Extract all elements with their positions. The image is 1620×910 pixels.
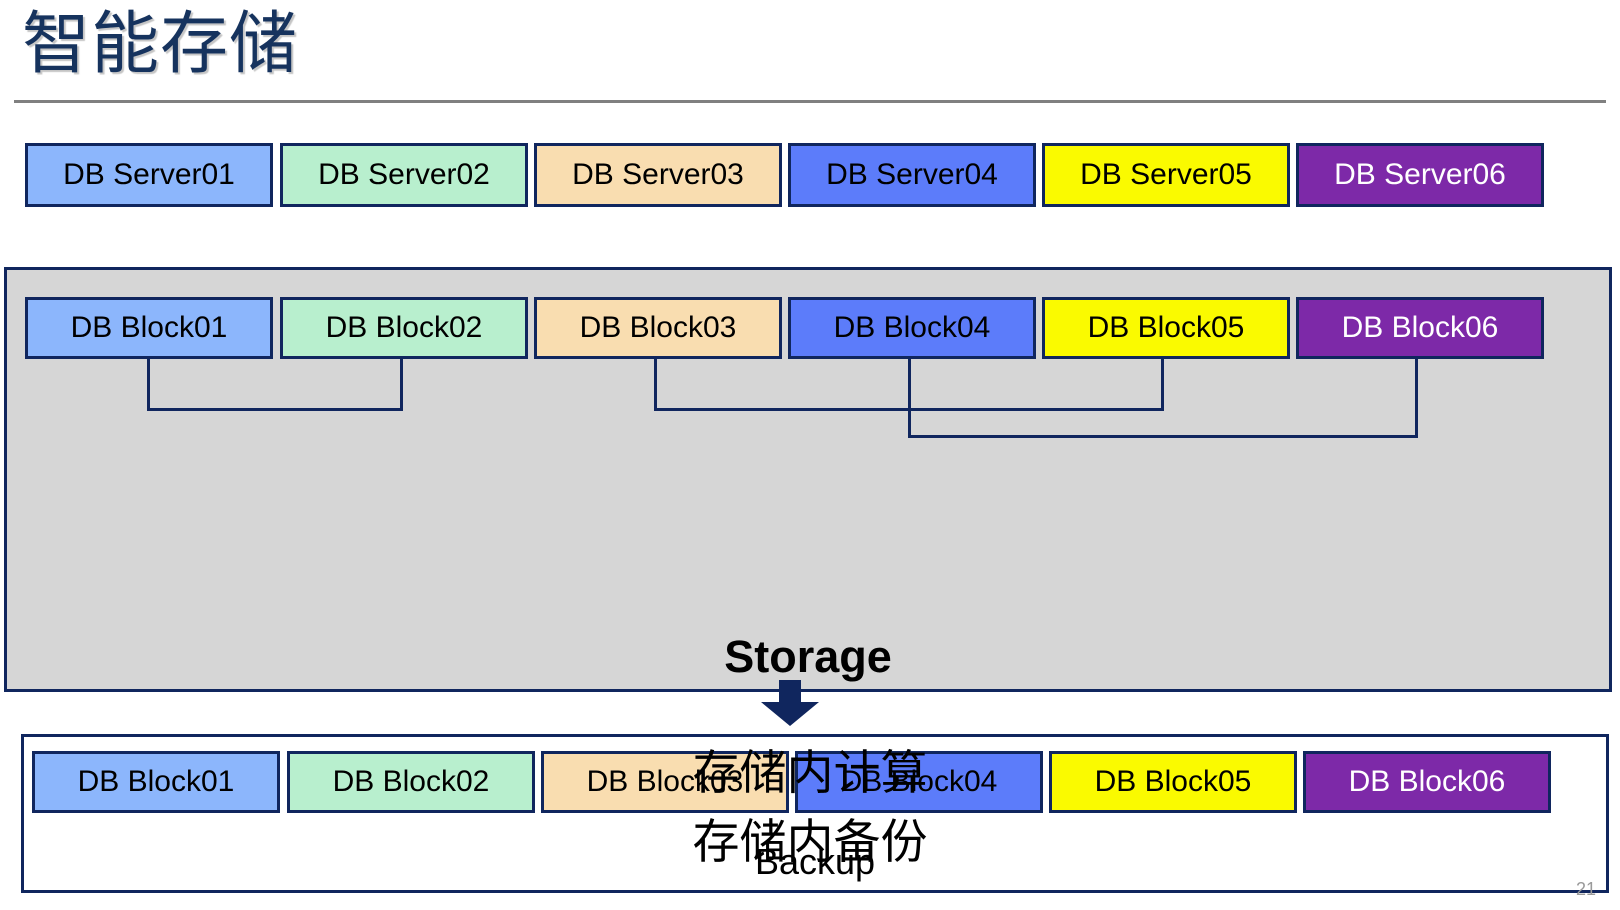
storage-label: Storage: [724, 631, 892, 683]
db-block-top-5: DB Block05: [1042, 297, 1290, 359]
db-block-top-3: DB Block03: [534, 297, 782, 359]
db-block-top-4: DB Block04: [788, 297, 1036, 359]
db-block-top-2: DB Block02: [280, 297, 528, 359]
db-block-bottom-4: DB Block04: [795, 751, 1043, 813]
db-block-bottom-2: DB Block02: [287, 751, 535, 813]
block-connector-3: [908, 359, 1418, 438]
caption-line-1: 存储内计算: [692, 746, 928, 799]
db-server-box-4: DB Server04: [788, 143, 1036, 207]
db-block-bottom-1: DB Block01: [32, 751, 280, 813]
db-block-top-6: DB Block06: [1296, 297, 1544, 359]
db-block-bottom-6: DB Block06: [1303, 751, 1551, 813]
db-server-box-2: DB Server02: [280, 143, 528, 207]
db-server-box-5: DB Server05: [1042, 143, 1290, 207]
db-server-box-1: DB Server01: [25, 143, 273, 207]
db-block-bottom-3: DB Block03: [541, 751, 789, 813]
down-arrow-icon: [759, 680, 821, 727]
caption-line-2: 存储内备份: [692, 815, 928, 869]
page-number: 21: [1575, 879, 1596, 899]
db-block-top-1: DB Block01: [25, 297, 273, 359]
title-divider: [14, 100, 1606, 103]
db-server-box-3: DB Server03: [534, 143, 782, 207]
caption-block: 存储内计算存储内备份: [0, 738, 1620, 876]
db-block-bottom-5: DB Block05: [1049, 751, 1297, 813]
block-connector-1: [147, 359, 403, 411]
page-title: 智能存储: [22, 6, 299, 82]
backup-label: Backup: [754, 841, 876, 883]
db-server-box-6: DB Server06: [1296, 143, 1544, 207]
